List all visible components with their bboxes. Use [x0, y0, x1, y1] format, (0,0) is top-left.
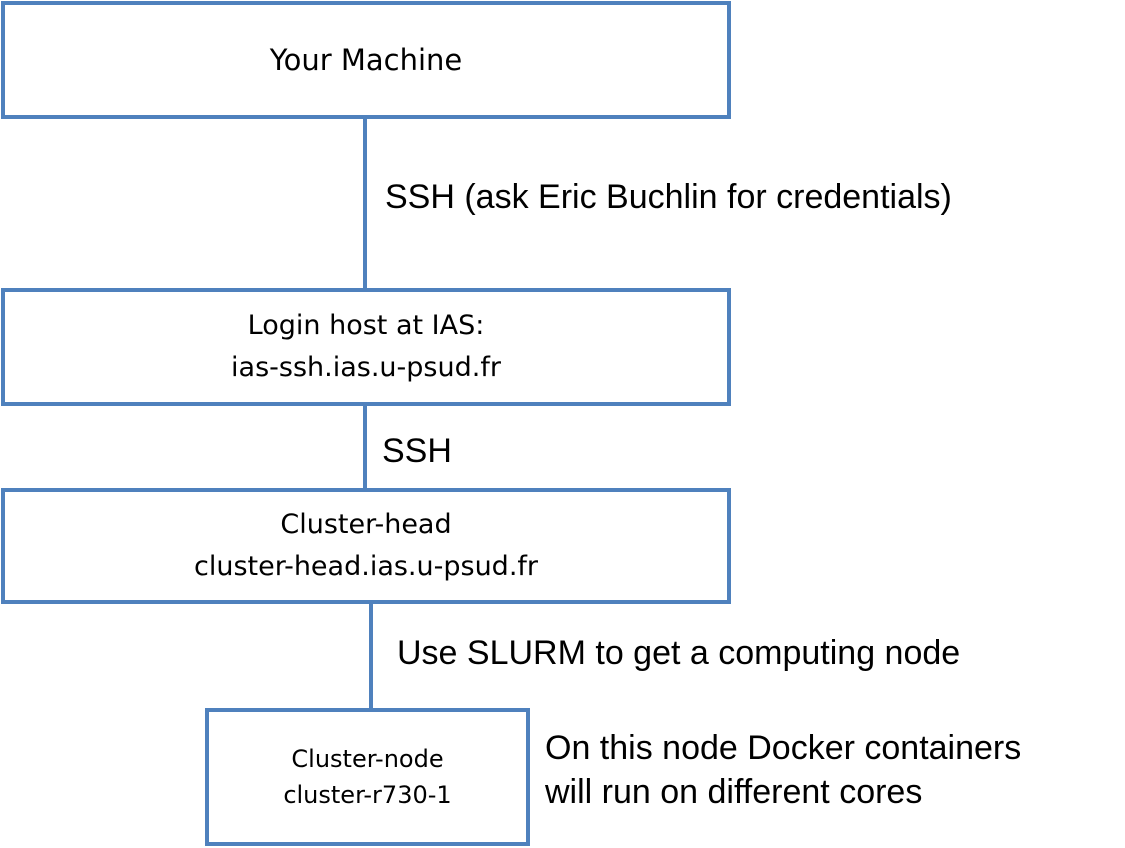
connector-machine-to-login	[363, 118, 367, 290]
note-docker-containers: On this node Docker containers will run …	[545, 726, 1115, 814]
note-docker-line-2: will run on different cores	[545, 773, 923, 811]
node-cluster-head-title: Cluster-head	[280, 509, 452, 540]
node-login-host-title: Login host at IAS:	[247, 310, 485, 341]
node-login-host: Login host at IAS: ias-ssh.ias.u-psud.fr	[1, 288, 731, 406]
connector-head-to-node	[369, 586, 373, 710]
node-cluster-head: Cluster-head cluster-head.ias.u-psud.fr	[1, 488, 731, 604]
node-cluster-node-title: Cluster-node	[291, 745, 444, 773]
edge-label-slurm: Use SLURM to get a computing node	[397, 634, 961, 672]
node-cluster-head-address: cluster-head.ias.u-psud.fr	[193, 551, 539, 582]
node-login-host-address: ias-ssh.ias.u-psud.fr	[231, 352, 501, 383]
edge-label-ssh-credentials: SSH (ask Eric Buchlin for credentials)	[385, 178, 952, 216]
node-cluster-node-name: cluster-r730-1	[283, 781, 452, 809]
note-docker-line-1: On this node Docker containers	[545, 729, 1022, 767]
edge-label-ssh: SSH	[382, 432, 452, 470]
node-your-machine-label: Your Machine	[269, 43, 463, 77]
node-your-machine: Your Machine	[1, 1, 731, 119]
connector-login-to-head	[363, 405, 367, 490]
node-cluster-node: Cluster-node cluster-r730-1	[205, 708, 530, 846]
